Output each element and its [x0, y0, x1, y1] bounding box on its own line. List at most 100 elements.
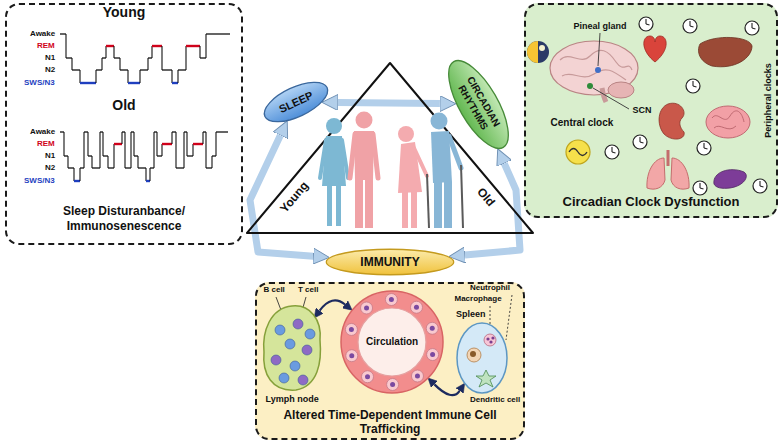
hypnogram-line: [212, 155, 216, 156]
clock-icon: [612, 152, 616, 153]
hypnogram-line: [148, 57, 152, 58]
young-woman-figure: [326, 118, 342, 134]
blood-cell: [346, 350, 358, 362]
hypnogram-line: [150, 167, 154, 168]
anatomy-label: Peripheral clocks: [762, 63, 773, 138]
lymphocyte: [271, 355, 281, 365]
clock-icon: [753, 179, 767, 193]
hypnogram-line: [101, 58, 102, 70]
old-woman-figure: [427, 174, 429, 228]
central-clock-symbol: [569, 149, 587, 156]
light-dark-icon: [539, 45, 545, 51]
hypnogram-line: [187, 155, 193, 156]
leader-line: [593, 33, 629, 109]
clock-icon: [704, 148, 708, 149]
stage-label: SWS/N3: [24, 78, 55, 88]
young-man-figure: [356, 112, 373, 129]
lymph-node-shape: [260, 304, 324, 392]
old-woman-figure: [398, 142, 422, 193]
hypnogram-line: [73, 168, 74, 181]
organ-label: Spleen: [456, 309, 486, 320]
leader-line: [506, 295, 512, 340]
curved-arrow: [320, 300, 346, 310]
hypnogram-line: [215, 132, 216, 156]
macrophage-cell: [467, 348, 481, 362]
hypnogram-line: [102, 132, 103, 156]
hypnogram-line: [178, 69, 186, 70]
heart-organ: [644, 36, 666, 62]
old-man-figure: [434, 182, 442, 228]
oval-label: IMMUNITY: [360, 255, 419, 269]
blood-cell: [364, 305, 369, 310]
neutrophil-cell: [491, 336, 494, 339]
hypnogram-line: [153, 132, 154, 168]
leader-line: [593, 88, 629, 109]
clock-panel: Circadian Clock DysfunctionPineal glandS…: [524, 3, 778, 218]
panel-caption: Circadian Clock Dysfunction: [524, 194, 778, 210]
blood-cell: [426, 322, 438, 334]
clock-icon: [703, 143, 704, 148]
clock-icon: [686, 79, 700, 93]
cell-label: Neutrophil: [470, 283, 510, 293]
clock-icon: [689, 21, 690, 26]
hypnogram-line: [205, 132, 206, 168]
blood-cell: [362, 371, 374, 383]
clock-icon: [760, 186, 764, 187]
hypnogram-line: [67, 156, 68, 168]
blood-cell: [410, 301, 422, 313]
old-man-figure: [461, 165, 463, 228]
stage-label: Awake: [30, 29, 55, 39]
hypnogram-line: [206, 167, 212, 168]
blood-cell: [389, 297, 394, 302]
blood-cell: [411, 370, 423, 382]
hypnogram-line: [114, 143, 122, 145]
scn-dot: [587, 83, 593, 89]
clock-icon: [690, 26, 694, 27]
old-woman-figure: [414, 148, 427, 176]
immunity-oval: IMMUNITY: [325, 249, 455, 275]
hypnogram-line: [60, 33, 66, 34]
intestine-organ: [712, 111, 744, 129]
young-man-figure: [373, 134, 378, 178]
hypnogram-line: [200, 57, 206, 58]
stage-label: SWS/N3: [24, 176, 55, 186]
circulation-shape: [341, 291, 443, 393]
intestine-organ: [706, 106, 750, 138]
hypnogram-line: [176, 167, 184, 168]
stage-label: N2: [45, 65, 55, 75]
stage-label: N2: [45, 163, 55, 173]
hypnogram-line: [88, 155, 92, 156]
hypnogram-line: [63, 132, 64, 156]
spleen-shape: [457, 323, 507, 393]
old-woman-figure: [411, 192, 417, 228]
clock-icon: [752, 28, 756, 29]
sleep-panel: YoungOldSleep Disturanbance/ Immunosenes…: [5, 3, 243, 245]
hypnogram-line: [80, 167, 84, 168]
age-title: Young: [5, 4, 243, 21]
oval-shape: [259, 74, 334, 130]
spleen-shape: [456, 322, 508, 394]
hypnogram-line: [102, 57, 106, 58]
neutrophil-cell: [484, 334, 496, 346]
young-woman-figure: [336, 186, 341, 226]
clock-icon: [693, 86, 697, 87]
macrophage-cell: [470, 351, 476, 357]
hypnogram-line: [205, 34, 206, 58]
lymphocyte: [302, 345, 312, 355]
hypnogram-line: [106, 45, 114, 47]
hypnogram-line: [199, 46, 200, 58]
blood-cell: [385, 294, 397, 306]
hypnogram-line: [147, 58, 148, 70]
spleen: Spleen: [456, 322, 508, 394]
hypnogram-line: [162, 143, 172, 145]
macrophage-cell: [467, 348, 481, 362]
hypnogram-line: [72, 69, 80, 70]
hypnogram-line: [172, 82, 178, 84]
anatomy-label: SCN: [633, 105, 652, 116]
blood-cell: [390, 382, 395, 387]
young-woman-figure: [327, 186, 332, 226]
hypnogram-line: [119, 58, 120, 70]
hypnogram-line: [138, 167, 146, 168]
hypnogram-line: [177, 70, 178, 83]
